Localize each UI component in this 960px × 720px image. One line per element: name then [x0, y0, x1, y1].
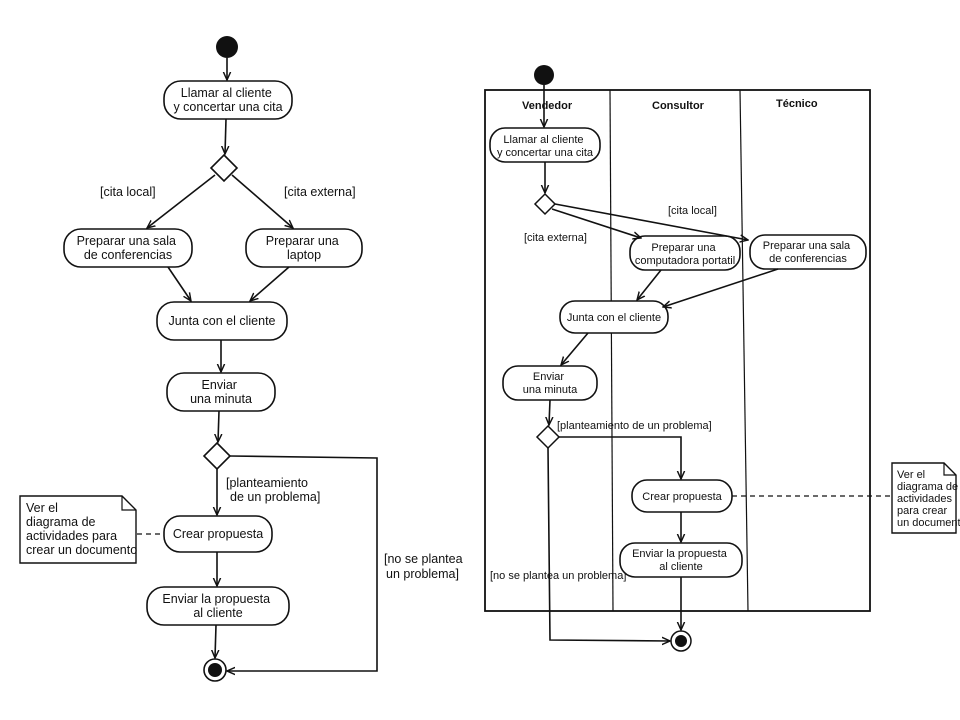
lane-header-tecnico: Técnico [776, 98, 818, 110]
right-activity-sala-label: Preparar una sala de conferencias [763, 240, 854, 265]
right-guard-cita-local: [cita local] [668, 205, 717, 217]
right-activity-crear-label: Crear propuesta [642, 491, 722, 503]
right-activity-junta [559, 300, 669, 334]
right-final-node [670, 630, 692, 652]
swimlane-divider-1 [609, 89, 614, 612]
right-note-text: Ver el diagrama de actividades para crea… [897, 469, 960, 529]
swimlane-divider-2 [739, 89, 749, 612]
left-decision-node [209, 153, 239, 183]
left-decision-node-2 [202, 441, 232, 471]
left-activity-llamar [163, 80, 293, 120]
right-activity-enviar-propuesta-label: Enviar la propuesta al cliente [632, 548, 730, 573]
left-final-node [203, 658, 227, 682]
left-guard-cita-externa: [cita externa] [284, 185, 356, 199]
right-activity-sala [749, 234, 867, 270]
left-activity-crear [163, 515, 273, 553]
right-diagram: Vendedor Consultor Técnico Llamar al cli… [484, 65, 960, 652]
right-decision-node-2 [535, 424, 561, 450]
left-activity-sala-label: Preparar una sala de conferencias [77, 234, 180, 262]
lane-header-consultor: Consultor [652, 100, 705, 112]
left-activity-sala [63, 228, 193, 268]
left-activity-llamar-label: Llamar al cliente y concertar una cita [173, 86, 282, 114]
left-guard-planteamiento: [planteamiento de un problema] [226, 476, 320, 504]
right-initial-node [534, 65, 554, 85]
right-activity-junta-label: Junta con el cliente [567, 312, 661, 324]
right-edges [544, 85, 779, 641]
left-note-text: Ver el diagrama de actividades para crea… [26, 501, 137, 557]
left-diagram: Llamar al cliente y concertar una cita [… [19, 36, 466, 682]
left-guard-cita-local: [cita local] [100, 185, 156, 199]
left-activity-enviar-propuesta [146, 586, 290, 626]
left-initial-node [216, 36, 238, 58]
left-activity-laptop [245, 228, 363, 268]
right-activity-llamar-label: Llamar al cliente y concertar una cita [497, 134, 594, 159]
right-decision-node [533, 192, 557, 216]
right-activity-minuta-label: Enviar una minuta [523, 371, 578, 396]
swimlane-frame [484, 89, 871, 612]
left-activity-enviar-propuesta-label: Enviar la propuesta al cliente [162, 592, 273, 620]
left-guard-no-plantea: [no se plantea un problema] [384, 552, 466, 581]
right-guard-planteamiento: [planteamiento de un problema] [557, 420, 712, 432]
left-note [19, 495, 137, 564]
right-guard-no-plantea: [no se plantea un problema] [490, 570, 626, 582]
right-guard-cita-externa: [cita externa] [524, 232, 587, 244]
right-activity-computadora [629, 235, 741, 271]
right-activity-computadora-label: Preparar una computadora portatil [635, 242, 735, 267]
left-edges [147, 58, 378, 671]
left-activity-minuta [166, 372, 276, 412]
left-activity-junta-label: Junta con el cliente [168, 314, 275, 328]
left-activity-crear-label: Crear propuesta [173, 527, 263, 541]
right-note [891, 462, 957, 534]
left-activity-laptop-label: Preparar una laptop [266, 234, 342, 262]
lane-header-vendedor: Vendedor [522, 100, 573, 112]
left-activity-minuta-label: Enviar una minuta [190, 378, 252, 406]
left-activity-junta [156, 301, 288, 341]
